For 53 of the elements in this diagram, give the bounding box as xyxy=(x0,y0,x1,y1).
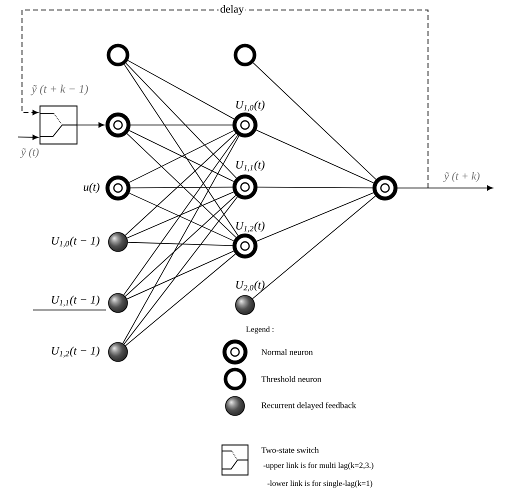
connection-line xyxy=(130,186,233,188)
edge-label: ỹ (t + k) xyxy=(442,170,482,184)
arrow xyxy=(18,134,38,140)
recurrent-neuron xyxy=(235,295,255,315)
legend-text: Threshold neuron xyxy=(261,376,322,382)
connection-line xyxy=(126,250,234,300)
connection-line xyxy=(257,186,373,188)
neuron-label: U$_{2,0}$(t) xyxy=(236,280,265,292)
neuron-label: U$_{1,0}$(t) xyxy=(236,100,265,112)
connection-line xyxy=(128,242,233,246)
recurrent-neuron xyxy=(108,232,128,252)
connection-line xyxy=(252,62,376,180)
normal-neuron xyxy=(232,174,258,200)
legend-text: Recurrent delayed feedback xyxy=(261,402,356,410)
input-label: ỹ (t + k − 1) xyxy=(30,84,88,96)
connection-line xyxy=(252,196,376,300)
legend-text: Normal neuron xyxy=(261,349,313,355)
neuron-label: U$_{1,1}$(t) xyxy=(236,160,265,172)
connection-line xyxy=(256,130,374,184)
neuron-label: U$_{1,2}$(t) xyxy=(236,222,265,232)
connection-line xyxy=(124,195,236,297)
connection-line xyxy=(123,134,238,296)
threshold-neuron xyxy=(106,44,130,66)
connection-line xyxy=(256,192,374,242)
neuron-label: U$_{1,2}$(t − 1) xyxy=(52,346,100,358)
legend-text: Two-state switch xyxy=(261,447,319,453)
connection-line xyxy=(124,64,238,236)
neuron-label: u(t) xyxy=(84,182,100,194)
dashed-arrow xyxy=(22,10,428,188)
neuron-label: U$_{1,0}$(t − 1) xyxy=(52,236,100,248)
normal-neuron xyxy=(372,176,398,200)
connection-line xyxy=(124,196,238,345)
normal-neuron xyxy=(232,112,258,138)
normal-neuron xyxy=(106,112,130,138)
recurrent-neuron xyxy=(108,293,128,313)
legend-note: -upper link is for multi lag(k=2,3.) xyxy=(264,462,374,470)
normal-neuron xyxy=(232,234,258,258)
recurrent-neuron xyxy=(108,342,128,362)
edge-label: delay xyxy=(218,4,246,16)
connection-line xyxy=(125,254,236,346)
edge-label: ỹ (t) xyxy=(20,146,40,160)
connection-line xyxy=(128,60,234,120)
normal-neuron xyxy=(106,176,130,200)
legend-note: -lower link is for single-lag(k=1) xyxy=(268,480,372,488)
switch-box xyxy=(40,106,78,144)
neuron-label: U$_{1,1}$(t − 1) xyxy=(52,296,100,306)
connection-line xyxy=(130,124,233,126)
legend-note: Legend : xyxy=(246,326,274,334)
arrow xyxy=(397,185,493,191)
arrow xyxy=(77,122,104,128)
connection-line xyxy=(125,62,237,178)
connection-line xyxy=(122,136,240,344)
threshold-neuron xyxy=(234,44,256,66)
